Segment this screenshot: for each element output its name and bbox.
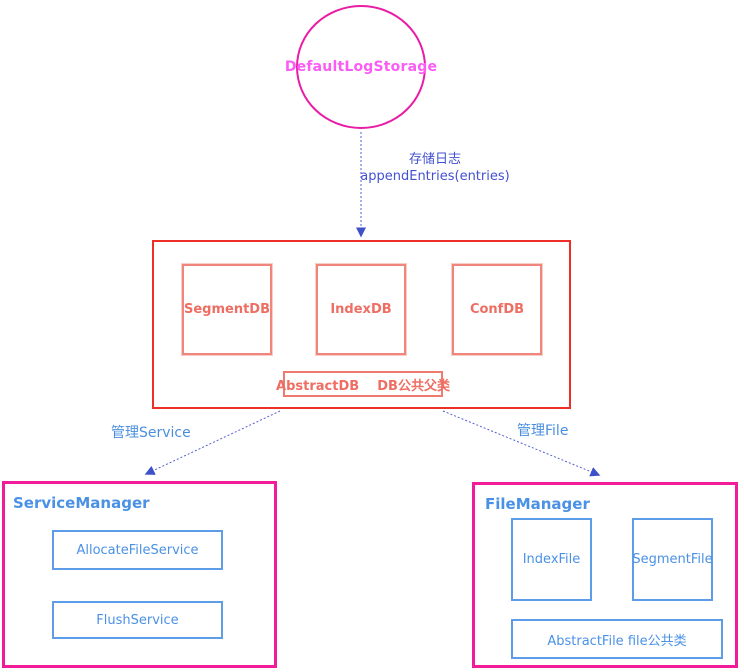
node-segment-file-label: SegmentFile	[632, 552, 713, 567]
node-index-db-label: IndexDB	[330, 302, 392, 317]
node-conf-db: ConfDB	[452, 264, 542, 355]
edge-label-manage-file: 管理File	[517, 423, 569, 439]
node-abstract-file: AbstractFile file公共类	[511, 619, 723, 659]
node-index-file-label: IndexFile	[522, 552, 581, 567]
edge-label-store-log-line2: appendEntries(entries)	[360, 169, 510, 184]
node-allocate-file-service: AllocateFileService	[52, 530, 223, 570]
node-segment-file: SegmentFile	[632, 518, 713, 601]
edge-label-manage-service: 管理Service	[111, 425, 191, 441]
container-file-manager-title: FileManager	[485, 495, 590, 513]
node-default-log-storage-label: DefaultLogStorage	[284, 59, 438, 75]
node-default-log-storage: DefaultLogStorage	[285, 5, 437, 129]
container-service-manager-title: ServiceManager	[13, 494, 150, 512]
node-abstract-file-label: AbstractFile file公共类	[547, 633, 687, 649]
node-segment-db-label: SegmentDB	[183, 302, 271, 317]
node-conf-db-label: ConfDB	[469, 302, 525, 317]
node-flush-service-label: FlushService	[96, 612, 179, 628]
node-allocate-file-service-label: AllocateFileService	[76, 542, 199, 558]
edge-manage-service-arrow	[144, 410, 281, 475]
edge-label-store-log-line1: 存储日志	[408, 152, 461, 167]
edge-label-append-entries: 存储日志 appendEntries(entries)	[360, 151, 510, 185]
node-index-file: IndexFile	[511, 518, 592, 601]
node-abstract-db-label: AbstractDB DB公共父类	[276, 378, 450, 394]
container-db-group: SegmentDB IndexDB ConfDB AbstractDB DB公共…	[152, 240, 571, 409]
container-file-manager: FileManager IndexFile SegmentFile Abstra…	[472, 482, 738, 668]
node-flush-service: FlushService	[52, 601, 223, 639]
node-abstract-db: AbstractDB DB公共父类	[276, 371, 450, 397]
node-index-db: IndexDB	[316, 264, 406, 355]
node-segment-db: SegmentDB	[182, 264, 272, 355]
container-service-manager: ServiceManager AllocateFileService Flush…	[2, 481, 277, 668]
